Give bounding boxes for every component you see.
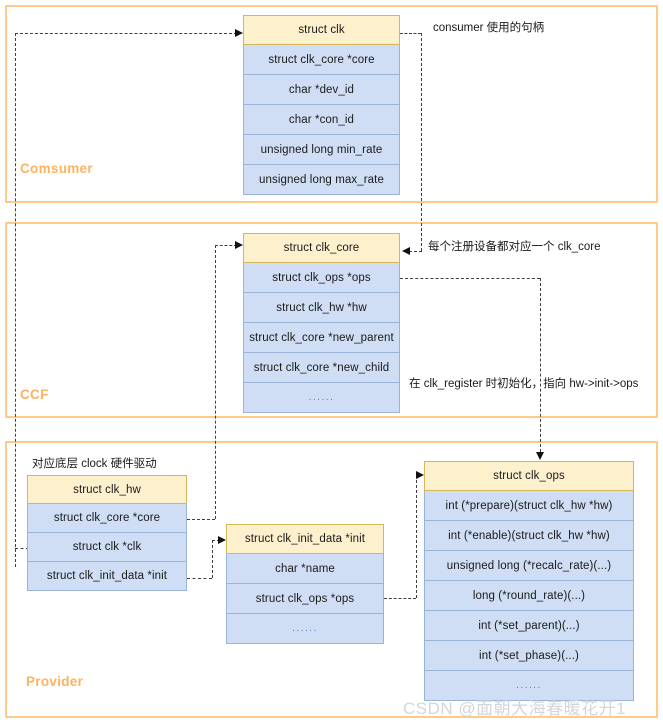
panel-ccf-label: CCF (20, 387, 49, 402)
annotation-clk-hw-driver: 对应底层 clock 硬件驱动 (32, 458, 157, 470)
connector-to-clkinitdata (212, 540, 220, 541)
connector-clkhw-init-vert (212, 540, 213, 578)
struct-clk-hw-row-2: struct clk_init_data *init (27, 562, 187, 591)
struct-clk-row-0: struct clk_core *core (243, 45, 400, 75)
arrowhead-to-clk (235, 28, 243, 37)
struct-clk-hw: struct clk_hw struct clk_core *core stru… (27, 475, 187, 591)
arrowhead-to-clk-ops (535, 452, 544, 460)
struct-clk-init-data: struct clk_init_data *init char *name st… (226, 524, 384, 644)
connector-mid-spine (215, 245, 216, 519)
connector-initdata-ops-up (416, 475, 417, 598)
arrowhead-to-clk-init-data (218, 535, 226, 544)
connector-spine-to-clkhw-clk (15, 548, 29, 549)
struct-clk-init-data-header: struct clk_init_data *init (226, 524, 384, 554)
struct-clk-hw-row-1: struct clk *clk (27, 533, 187, 562)
struct-clk-ops-header: struct clk_ops (424, 461, 634, 491)
arrowhead-to-clk-core (402, 246, 410, 255)
struct-clk: struct clk struct clk_core *core char *d… (243, 15, 400, 195)
struct-clk-hw-header: struct clk_hw (27, 475, 187, 504)
struct-clk-ops-row-3: long (*round_rate)(...) (424, 581, 634, 611)
connector-clkhw-init-right (187, 578, 212, 579)
annotation-clk-core-per-device: 每个注册设备都对应一个 clk_core (428, 241, 601, 253)
connector-initdata-ops-right (384, 598, 416, 599)
watermark: CSDN @面朝大海春暖花开1 (403, 699, 627, 718)
struct-clk-core-row-2: struct clk_core *new_parent (243, 323, 400, 353)
struct-clk-ops-row-2: unsigned long (*recalc_rate)(...) (424, 551, 634, 581)
struct-clk-hw-row-0: struct clk_core *core (27, 504, 187, 533)
panel-provider (5, 441, 658, 718)
struct-clk-core-row-3: struct clk_core *new_child (243, 353, 400, 383)
connector-clk-header-right (400, 33, 421, 34)
struct-clk-row-4: unsigned long max_rate (243, 165, 400, 195)
struct-clk-core-header: struct clk_core (243, 233, 400, 263)
struct-clk-row-2: char *con_id (243, 105, 400, 135)
struct-clk-ops-row-6: ...... (424, 671, 634, 701)
panel-ccf (5, 222, 658, 418)
connector-clk-header-down (421, 33, 422, 251)
annotation-consumer-handle: consumer 使用的句柄 (433, 22, 545, 34)
connector-clkhw-core-to-spine (187, 519, 215, 520)
struct-clk-core-row-0: struct clk_ops *ops (243, 263, 400, 293)
panel-provider-label: Provider (26, 674, 84, 689)
struct-clk-core-row-4: ...... (243, 383, 400, 413)
struct-clk-ops: struct clk_ops int (*prepare)(struct clk… (424, 461, 634, 701)
struct-clk-core-row-1: struct clk_hw *hw (243, 293, 400, 323)
struct-clk-core: struct clk_core struct clk_ops *ops stru… (243, 233, 400, 413)
panel-consumer-label: Comsumer (20, 161, 93, 176)
connector-mid-spine-to-clkcore (215, 245, 237, 246)
arrowhead-to-clk-ops-left (416, 470, 424, 479)
panel-consumer (5, 5, 658, 203)
connector-clkcore-ops-right (400, 278, 540, 279)
struct-clk-ops-row-5: int (*set_phase)(...) (424, 641, 634, 671)
connector-clkcore-ops-down (540, 278, 541, 452)
struct-clk-ops-row-0: int (*prepare)(struct clk_hw *hw) (424, 491, 634, 521)
annotation-clk-register-init: 在 clk_register 时初始化，指向 hw->init->ops (409, 378, 639, 390)
struct-clk-init-data-row-1: struct clk_ops *ops (226, 584, 384, 614)
struct-clk-init-data-row-0: char *name (226, 554, 384, 584)
connector-left-spine (15, 33, 16, 567)
struct-clk-ops-row-1: int (*enable)(struct clk_hw *hw) (424, 521, 634, 551)
connector-down-to-clkcore (409, 251, 422, 252)
arrowhead-to-clk-core-left (235, 240, 243, 249)
struct-clk-init-data-row-2: ...... (226, 614, 384, 644)
struct-clk-ops-row-4: int (*set_parent)(...) (424, 611, 634, 641)
struct-clk-header: struct clk (243, 15, 400, 45)
connector-spine-to-clk (15, 33, 237, 34)
struct-clk-row-3: unsigned long min_rate (243, 135, 400, 165)
struct-clk-row-1: char *dev_id (243, 75, 400, 105)
